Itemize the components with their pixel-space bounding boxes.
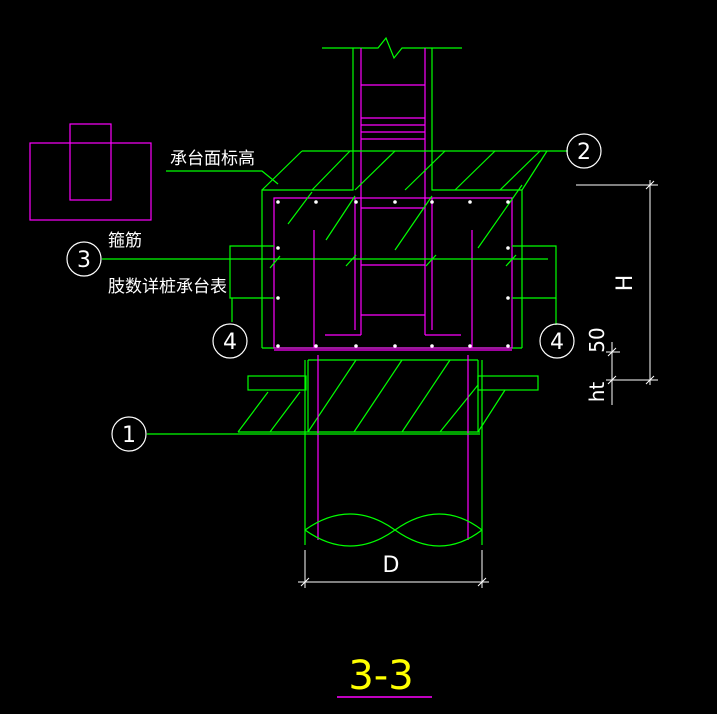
callout-3-number: 3 <box>77 248 91 273</box>
callout-2-circle <box>566 133 602 169</box>
column <box>261 36 523 348</box>
callout-4-left-number: 4 <box>223 330 237 355</box>
column-ties <box>361 84 425 316</box>
callout-circles <box>66 133 602 452</box>
callout-4-right-number: 4 <box>550 330 564 355</box>
break-line <box>322 36 462 60</box>
cap-top-hatch <box>261 150 548 191</box>
pile-base <box>237 355 539 547</box>
rebar-dots <box>276 200 510 348</box>
pile-break <box>304 513 483 547</box>
callout-1-number: 1 <box>122 423 136 448</box>
stirrup-label: 箍筋 <box>108 231 142 251</box>
cap-inner-hatch <box>269 184 523 269</box>
callout-3-circle <box>66 241 102 277</box>
inset-elevation <box>29 123 152 221</box>
section-title: 3-3 <box>348 653 413 699</box>
limb-count-note: 肢数详桩承台表 <box>108 277 227 297</box>
cap-top-elevation-label: 承台面标高 <box>170 149 255 169</box>
dim-D-label: D <box>383 553 400 578</box>
pile-embed-hatch <box>237 359 506 433</box>
dimensions <box>298 180 658 588</box>
dim-ht-label: ht <box>585 382 609 403</box>
callout-4-right-circle <box>539 323 575 359</box>
pile-cap <box>229 150 557 351</box>
dim-H-label: H <box>613 275 638 292</box>
dim-50-label: 50 <box>585 327 609 352</box>
callout-4-left-circle <box>212 323 248 359</box>
callout-1-circle <box>111 416 147 452</box>
callout-2-number: 2 <box>577 140 591 165</box>
section-title-group: 3-3 <box>337 653 432 699</box>
leaders <box>102 150 568 435</box>
